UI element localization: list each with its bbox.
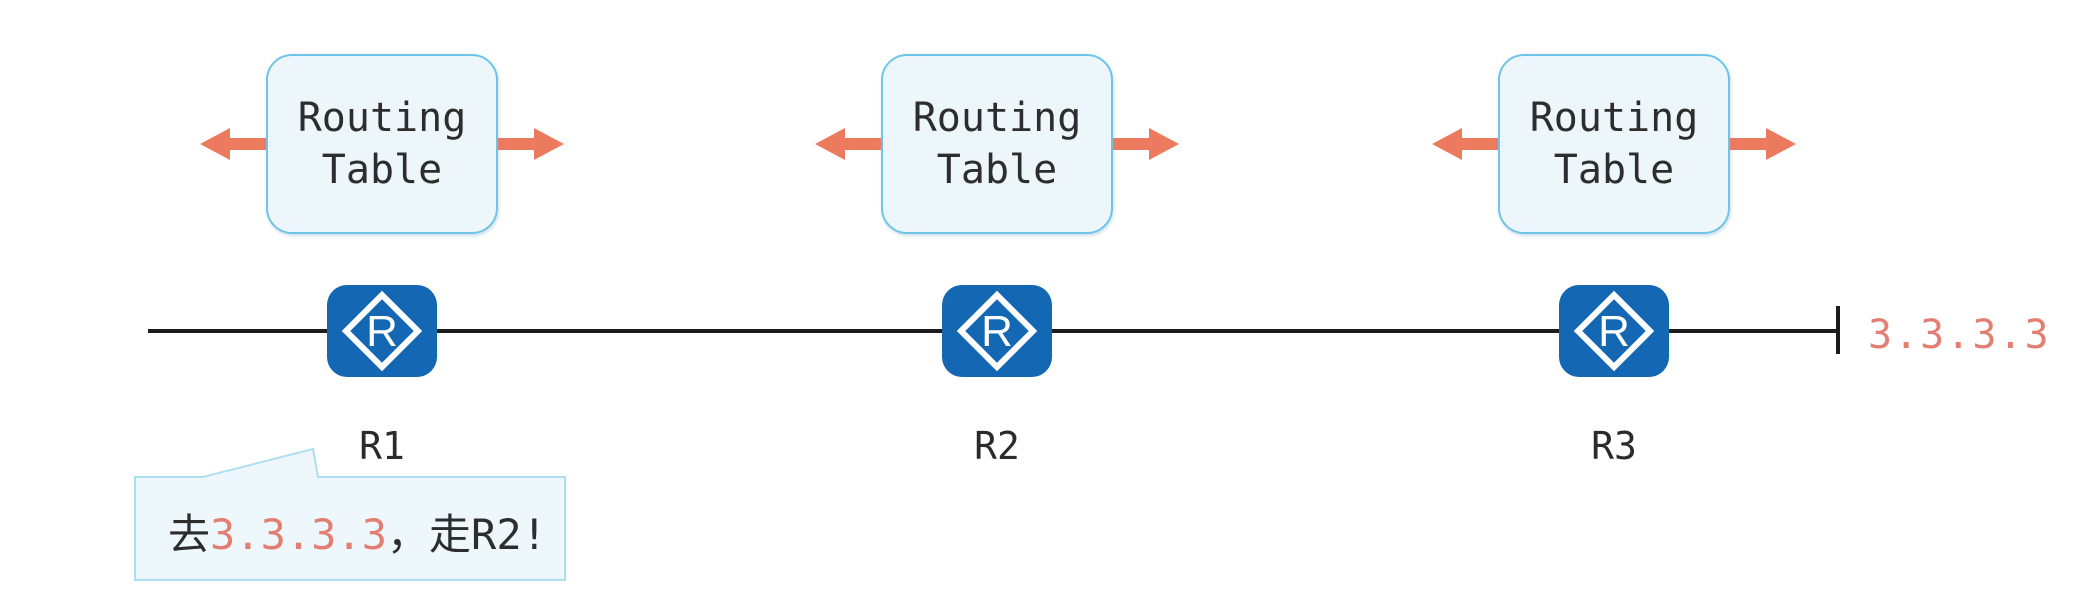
- routing-table-label-line2: Table: [1553, 147, 1675, 193]
- router-group-r1: Routing Table R R1: [200, 0, 564, 480]
- routing-table-label-line1: Routing: [912, 95, 1082, 141]
- callout-text: 去3.3.3.3，走R2!: [168, 511, 547, 559]
- router-name-label: R1: [359, 424, 405, 468]
- router-icon: R: [942, 285, 1052, 377]
- router-name-label: R2: [974, 424, 1020, 468]
- arrow-left-icon: [815, 128, 881, 160]
- callout-prefix: 去: [168, 510, 211, 559]
- routing-table-box: Routing Table: [1498, 54, 1730, 234]
- routing-table-label-line2: Table: [936, 147, 1058, 193]
- callout-bubble: [134, 447, 566, 581]
- link-end-tick: [1836, 306, 1840, 354]
- router-letter: R: [981, 307, 1013, 356]
- router-icon: R: [1559, 285, 1669, 377]
- routing-table-box: Routing Table: [881, 54, 1113, 234]
- routing-table-label-line1: Routing: [1529, 95, 1699, 141]
- arrow-right-icon: [1113, 128, 1179, 160]
- callout-suffix: ，走R2!: [387, 510, 547, 559]
- callout-ip: 3.3.3.3: [210, 510, 388, 559]
- router-name-label: R3: [1591, 424, 1637, 468]
- arrow-left-icon: [1432, 128, 1498, 160]
- routing-table-box: Routing Table: [266, 54, 498, 234]
- routing-table-label-line1: Routing: [297, 95, 467, 141]
- routing-table-label-line2: Table: [321, 147, 443, 193]
- arrow-left-icon: [200, 128, 266, 160]
- router-group-r2: Routing Table R R2: [815, 0, 1179, 480]
- router-group-r3: Routing Table R R3: [1432, 0, 1796, 480]
- router-letter: R: [366, 307, 398, 356]
- destination-address-label: 3.3.3.3: [1868, 312, 2051, 358]
- arrow-right-icon: [1730, 128, 1796, 160]
- router-icon: R: [327, 285, 437, 377]
- arrow-right-icon: [498, 128, 564, 160]
- router-letter: R: [1598, 307, 1630, 356]
